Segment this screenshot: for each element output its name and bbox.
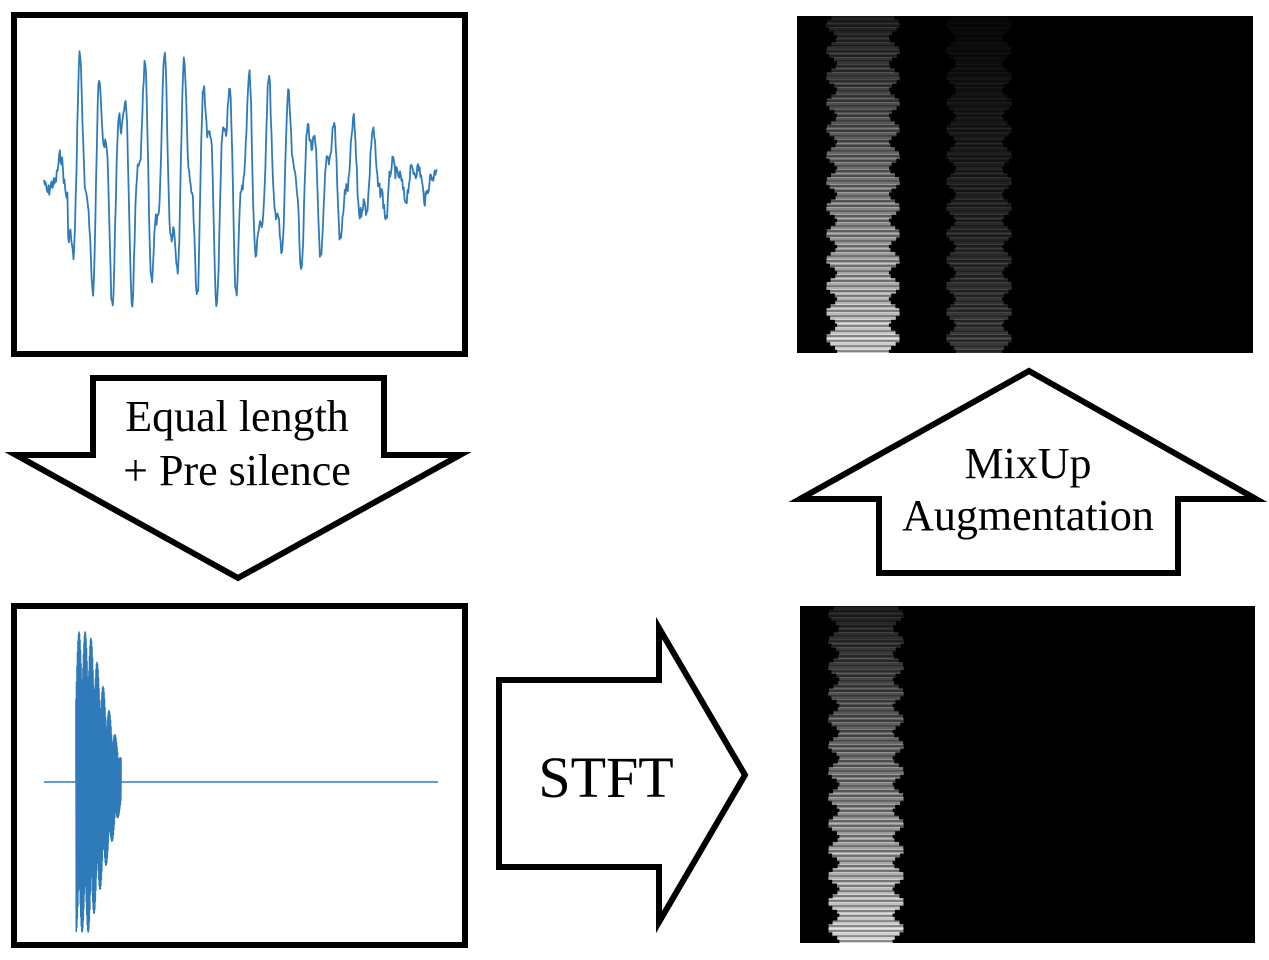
up-arrow-label-line1: MixUp	[964, 439, 1091, 488]
right-arrow-label: STFT	[538, 745, 673, 810]
mixed-spectrogram-panel	[797, 16, 1253, 353]
down-arrow-label-line2: + Pre silence	[123, 446, 351, 495]
up-arrow-label-line2: Augmentation	[902, 491, 1154, 540]
spectrogram-texture	[828, 606, 904, 943]
raw-waveform-panel	[11, 12, 468, 357]
spectrogram-texture	[826, 16, 900, 353]
padded-waveform-panel	[11, 603, 468, 948]
spectrogram-panel	[800, 606, 1255, 943]
spectrogram-image	[828, 606, 904, 943]
down-arrow-label-line1: Equal length	[125, 392, 349, 441]
raw-waveform-trace	[43, 50, 438, 308]
mixed-spectrogram-image	[826, 16, 1012, 353]
stft-arrow: STFT	[496, 616, 749, 934]
mixup-arrow: MixUp Augmentation	[788, 367, 1268, 576]
raw-waveform-frame	[11, 12, 468, 357]
equal-length-arrow: Equal length + Pre silence	[4, 375, 472, 582]
padded-waveform-trace	[44, 631, 438, 933]
right-arrow-shape	[496, 616, 749, 934]
down-arrow-shape	[4, 375, 472, 582]
spectrogram-texture	[946, 16, 1012, 353]
up-arrow-shape	[788, 367, 1268, 576]
